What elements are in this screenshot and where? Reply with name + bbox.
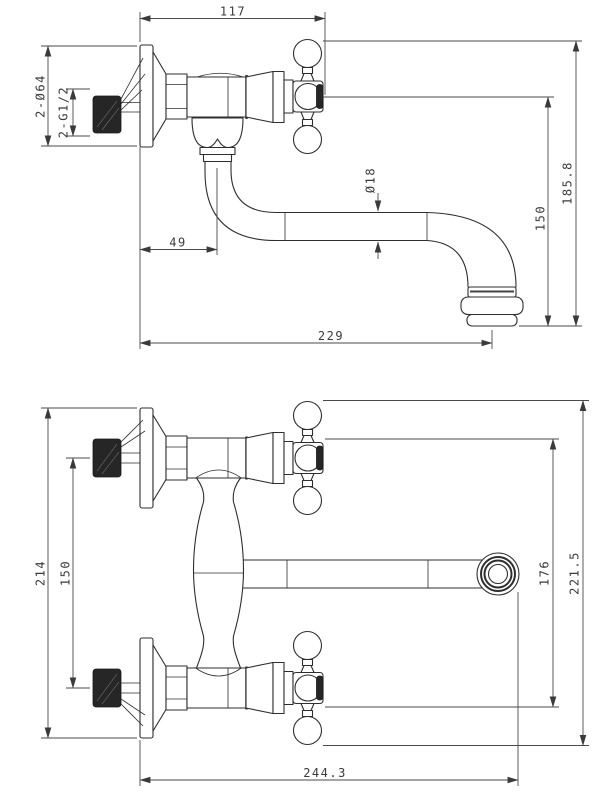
- dim-inlet-spacing: 150: [59, 457, 90, 689]
- upper-valve: [91, 400, 325, 516]
- spout-coupling-nut: [191, 117, 244, 149]
- front-view-dimensions: 214 150 176 221.5: [34, 399, 589, 786]
- eccentric-leader-line: [120, 703, 144, 727]
- spout-tip-aerator: [466, 313, 518, 327]
- valve-taper: [245, 70, 274, 124]
- dim-spout-height: 150: [323, 96, 582, 327]
- dim-overall-reach: 244.3: [139, 592, 519, 786]
- dim-label-2-d64: 2-Ø64: [34, 74, 48, 118]
- side-view-faucet: [92, 38, 524, 327]
- side-view: 117 2-Ø64 2-G1/2 49: [34, 5, 582, 349]
- dim-label-214: 214: [34, 560, 48, 586]
- flange-bell: [152, 51, 167, 142]
- dim-label-49: 49: [169, 236, 186, 250]
- eccentric-leader-line: [120, 419, 144, 443]
- dim-label-150-side: 150: [534, 205, 548, 231]
- bridge-column-left-edge: [192, 477, 205, 669]
- dim-spout-diameter: Ø18: [364, 167, 382, 259]
- dim-flange-diameter: 2-Ø64: [34, 45, 137, 147]
- spout-inner-edge: [230, 160, 286, 214]
- spout-tip-collar: [460, 296, 524, 316]
- dim-label-150-front: 150: [59, 560, 73, 586]
- dim-label-117: 117: [220, 5, 246, 19]
- valve-body: [186, 76, 247, 118]
- dim-overall-height-front: 221.5: [323, 399, 589, 747]
- side-view-dimensions: 117 2-Ø64 2-G1/2 49: [34, 5, 582, 349]
- dim-label-185-8: 185.8: [561, 161, 575, 205]
- dim-spout-reach: 229: [139, 329, 493, 349]
- lower-valve: [91, 630, 325, 746]
- dim-flange-span: 214: [34, 407, 137, 739]
- handle-ball: [292, 38, 323, 69]
- eccentric-leader-line: [120, 57, 144, 100]
- dim-label-d18: Ø18: [364, 167, 378, 193]
- dim-label-229: 229: [318, 329, 344, 343]
- front-view-faucet: [91, 400, 520, 746]
- dim-body-span: 176: [325, 438, 559, 708]
- dim-label-176: 176: [538, 560, 552, 586]
- bridge-column-right-edge: [232, 477, 245, 669]
- dim-label-221-5: 221.5: [568, 551, 582, 595]
- dim-spout-offset: 49: [139, 168, 218, 255]
- dim-label-2-g12: 2-G1/2: [57, 86, 71, 138]
- hex-nut: [165, 73, 188, 120]
- dim-wall-to-handle: 117: [139, 5, 326, 95]
- dim-inlet-thread: 2-G1/2: [57, 86, 90, 138]
- handle-ball: [292, 124, 323, 155]
- dim-overall-height-side: 185.8: [323, 40, 582, 327]
- front-view: 214 150 176 221.5: [34, 399, 589, 786]
- dim-label-244-3: 244.3: [303, 766, 347, 780]
- spout-outer-edge: [204, 160, 286, 242]
